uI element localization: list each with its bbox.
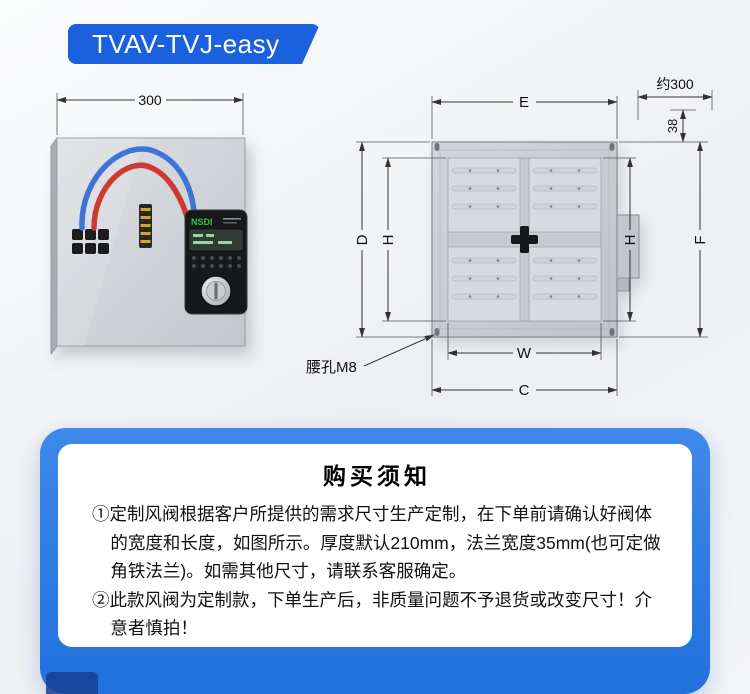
red-wire <box>91 162 192 231</box>
blade-rivets <box>468 169 581 298</box>
dim-38: 38 <box>665 109 696 143</box>
dim-approx300-label: 约300 <box>656 76 694 92</box>
corner-watermark <box>46 672 98 694</box>
waist-hole-label: 腰孔M8 <box>306 359 357 376</box>
side-view-diagram: 300 <box>50 92 248 356</box>
model-badge: TVAV-TVJ-easy <box>68 24 320 64</box>
terminal-blocks <box>72 229 109 254</box>
notice-item-1: ①定制风阀根据客户所提供的需求尺寸生产定制，在下单前请确认好阀体的宽度和长度，如… <box>92 504 661 582</box>
waist-hole-callout: 腰孔M8 <box>306 334 435 376</box>
controller-buttons <box>192 256 241 268</box>
dim-F: F <box>619 141 709 338</box>
controller-brand-label: NSDI <box>191 217 213 227</box>
terminal-strip <box>139 204 152 248</box>
shaft-cross <box>511 226 538 253</box>
purchase-notice-panel: 购买须知 ①定制风阀根据客户所提供的需求尺寸生产定制，在下单前请确认好阀体的宽度… <box>40 428 710 694</box>
dim-approx300: 约300 <box>637 76 713 120</box>
dim-E-label: E <box>519 94 529 111</box>
flange-holes <box>434 143 615 336</box>
dim-H-right: H <box>603 157 639 322</box>
purchase-notice-title: 购买须知 <box>323 463 431 489</box>
front-view-diagram: E 约300 38 D H <box>306 76 713 399</box>
side-width-dimension: 300 <box>56 92 244 135</box>
dim-W: W <box>447 323 602 362</box>
dim-H-left: H <box>380 157 446 322</box>
blue-wire <box>79 146 197 231</box>
damper-blades <box>451 167 598 300</box>
dim-H-left-label: H <box>380 235 397 246</box>
dim-E: E <box>431 94 618 139</box>
notice-item-2: ②此款风阀为定制款，下单生产后，非质量问题不予退货或改变尺寸！介意者慎拍！ <box>92 589 652 639</box>
actuator-bracket <box>616 214 640 279</box>
damper-frame <box>431 141 640 338</box>
model-badge-label: TVAV-TVJ-easy <box>92 29 280 59</box>
dim-F-label: F <box>692 235 709 244</box>
dim-C: C <box>431 339 618 399</box>
side-width-dim-label: 300 <box>138 92 162 108</box>
dim-D-label: D <box>354 234 371 245</box>
controller-unit: NSDI <box>184 209 248 315</box>
dim-38-label: 38 <box>665 119 680 133</box>
dim-C-label: C <box>519 382 530 399</box>
wiring <box>79 146 197 231</box>
dim-W-label: W <box>517 345 532 362</box>
dim-D: D <box>354 141 430 338</box>
dim-H-right-label: H <box>622 235 639 246</box>
purchase-notice-card: 购买须知 ①定制风阀根据客户所提供的需求尺寸生产定制，在下单前请确认好阀体的宽度… <box>58 444 692 647</box>
